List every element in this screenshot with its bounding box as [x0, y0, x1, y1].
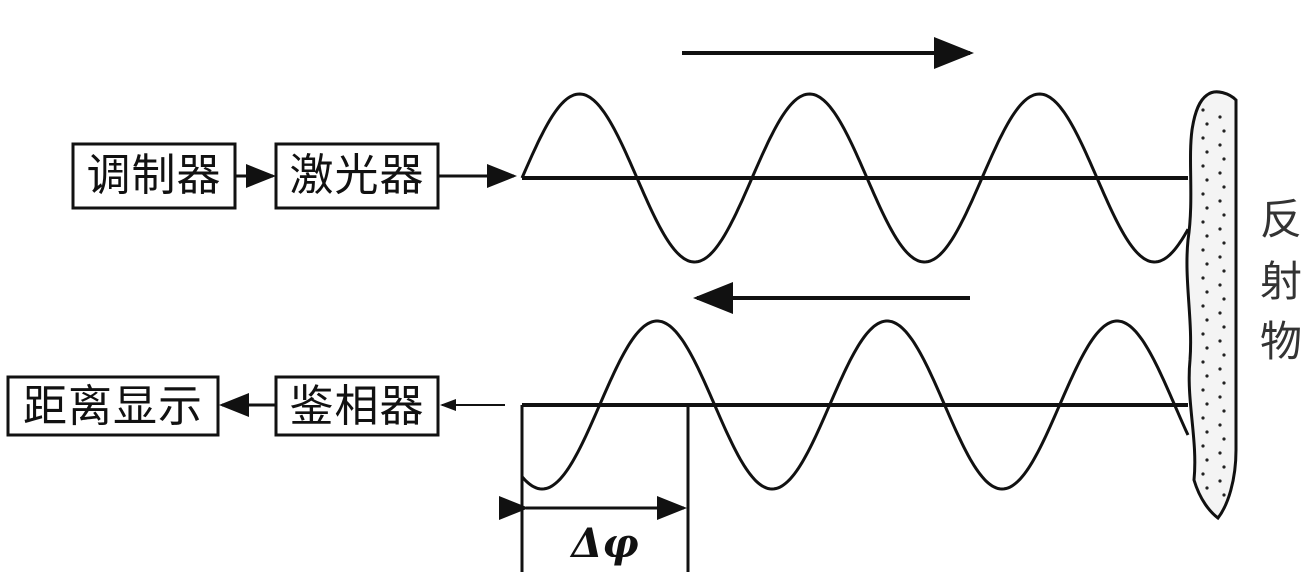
reflector-dot: [1222, 157, 1226, 161]
reflector-dot: [1218, 451, 1222, 455]
reflector-dot: [1218, 143, 1222, 147]
reflector-dot: [1218, 311, 1222, 315]
reflector-dot: [1205, 150, 1209, 154]
reflector-dot: [1205, 262, 1209, 266]
reflector-dot: [1222, 381, 1226, 385]
reflector-dot: [1218, 395, 1222, 399]
distance-display-block: 距离显示: [6, 375, 220, 437]
reflector-dot: [1218, 283, 1222, 287]
reflector-dot: [1201, 444, 1205, 448]
reflector-dot: [1222, 269, 1226, 273]
reflector-dot: [1205, 458, 1209, 462]
reflector-dot: [1205, 402, 1209, 406]
reflector-texture: [1201, 108, 1226, 497]
reflector-dot: [1218, 339, 1222, 343]
reflector-dot: [1222, 185, 1226, 189]
reflector-dot: [1222, 213, 1226, 217]
distance-display-label: 距离显示: [23, 381, 203, 432]
reflector-dot: [1222, 465, 1226, 469]
reflector-dot: [1218, 115, 1222, 119]
reflector-dot: [1222, 437, 1226, 441]
reflector-dot: [1201, 192, 1205, 196]
phase-detector-label: 鉴相器: [290, 381, 425, 432]
reflector-dot: [1205, 178, 1209, 182]
reflector-dot: [1201, 416, 1205, 420]
reflector-dot: [1205, 122, 1209, 126]
reflector-dot: [1201, 164, 1205, 168]
reflector-dot: [1201, 108, 1205, 112]
reflector-dot: [1205, 234, 1209, 238]
reflector-dot: [1201, 276, 1205, 280]
return-wave: [520, 319, 1190, 491]
reflector-dot: [1201, 472, 1205, 476]
reflector-dot: [1201, 136, 1205, 140]
reflector-dot: [1218, 199, 1222, 203]
reflector-dot: [1205, 290, 1209, 294]
reflector-dot: [1201, 360, 1205, 364]
reflector-dot: [1218, 367, 1222, 371]
reflector-dot: [1205, 346, 1209, 350]
reflector-dot: [1205, 486, 1209, 490]
reflector-dot: [1205, 318, 1209, 322]
reflector-dot: [1218, 227, 1222, 231]
reflector-dot: [1222, 493, 1226, 497]
laser-label: 激光器: [290, 150, 425, 201]
phase-shift-label: Δφ: [569, 520, 638, 567]
phase-detector-block: 鉴相器: [274, 375, 440, 437]
reflector-surface: [1185, 90, 1238, 521]
reflector-dot: [1218, 171, 1222, 175]
reflector-dot: [1218, 479, 1222, 483]
reflector-dot: [1201, 220, 1205, 224]
modulator-label: 调制器: [87, 150, 222, 201]
reflector-dot: [1218, 423, 1222, 427]
reflector-dot: [1201, 388, 1205, 392]
reflector-dot: [1222, 297, 1226, 301]
reflector-dot: [1201, 248, 1205, 252]
reflector-label-2: 射: [1260, 257, 1302, 306]
reflector-dot: [1222, 129, 1226, 133]
reflector-dot: [1201, 332, 1205, 336]
reflector-dot: [1218, 255, 1222, 259]
reflector-dot: [1222, 241, 1226, 245]
reflector-label-3: 物: [1260, 317, 1302, 366]
laser-block: 激光器: [274, 142, 440, 210]
reflector-dot: [1205, 374, 1209, 378]
reflector-dot: [1201, 304, 1205, 308]
modulator-block: 调制器: [71, 142, 237, 210]
reflector-dot: [1222, 325, 1226, 329]
reflector-dot: [1222, 353, 1226, 357]
reflector-dot: [1222, 409, 1226, 413]
reflector-dot: [1205, 206, 1209, 210]
reflector-dot: [1205, 430, 1209, 434]
outgoing-wave: [520, 92, 1190, 264]
reflector-label-1: 反: [1260, 195, 1302, 244]
